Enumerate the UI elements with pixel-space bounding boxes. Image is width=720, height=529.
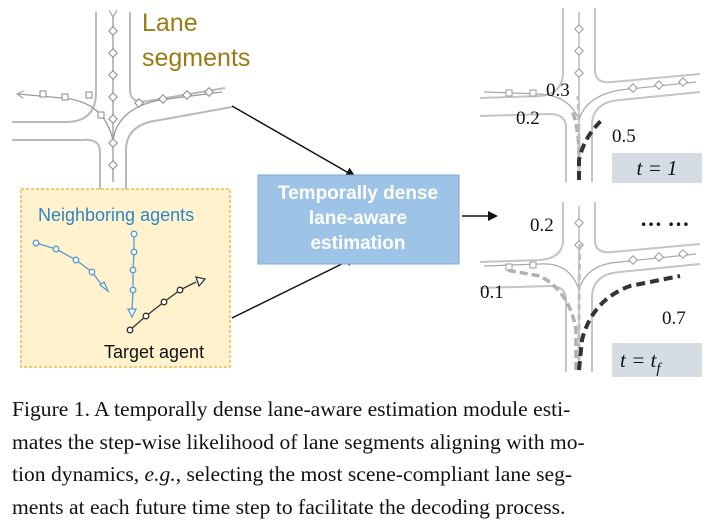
caption-line-3-post: , selecting the most scene-compliant lan… bbox=[175, 462, 573, 486]
prediction-left-bottom bbox=[505, 268, 578, 370]
neighbor-trajectory-1 bbox=[32, 239, 110, 294]
neighboring-agents-label: Neighboring agents bbox=[38, 205, 194, 225]
prediction-straight-bottom bbox=[577, 239, 582, 370]
caption-line-2: mates the step-wise likelihood of lane s… bbox=[12, 429, 585, 454]
lane-segment-nodes-left bbox=[39, 26, 214, 170]
prediction-straight-top bbox=[576, 95, 581, 180]
caption-line-3-em: e.g. bbox=[144, 462, 176, 486]
caption-line-3: tion dynamics, e.g., selecting the most … bbox=[12, 458, 710, 491]
lane-nodes-bottom-right bbox=[505, 218, 688, 271]
arrow-lanes-to-estimation bbox=[231, 105, 356, 177]
time-label-bottom-sub: f bbox=[656, 361, 662, 377]
prob-bottom-left: 0.1 bbox=[480, 282, 504, 303]
lane-map-bottom-right bbox=[479, 202, 701, 372]
estimation-label-line3: estimation bbox=[310, 233, 405, 254]
estimation-label-line1: Temporally dense bbox=[278, 183, 438, 204]
time-label-top: t = 1 bbox=[636, 156, 677, 180]
caption-line-1: Figure 1. A temporally dense lane-aware … bbox=[12, 397, 571, 421]
time-label-bottom: t = tf bbox=[620, 348, 662, 377]
target-agent-label: Target agent bbox=[104, 342, 204, 362]
lane-segments-label-line2: segments bbox=[142, 44, 250, 72]
time-box-top bbox=[612, 153, 702, 183]
prediction-right-bottom bbox=[577, 274, 681, 371]
lane-map-left bbox=[12, 12, 233, 190]
prob-bottom-straight: 0.2 bbox=[530, 215, 554, 236]
caption-line-4: ments at each future time step to facili… bbox=[12, 494, 566, 519]
neighbor-trajectory-2 bbox=[126, 230, 138, 319]
estimation-module-box bbox=[257, 174, 460, 265]
agents-box bbox=[20, 188, 231, 368]
prediction-right-top bbox=[577, 116, 606, 180]
prob-bottom-right: 0.7 bbox=[662, 308, 686, 329]
time-label-bottom-main: t = t bbox=[620, 348, 658, 372]
ellipsis: … … bbox=[640, 206, 690, 231]
figure-caption: Figure 1. A temporally dense lane-aware … bbox=[12, 393, 710, 523]
lane-segments-label-line1: Lane bbox=[142, 9, 198, 37]
figure-diagram: Lane segments Neighboring agents Target … bbox=[12, 8, 702, 377]
target-agent-trajectory bbox=[126, 276, 207, 334]
lane-nodes-top-right bbox=[505, 24, 688, 97]
prob-top-right: 0.5 bbox=[612, 126, 636, 147]
caption-line-3-pre: tion dynamics, bbox=[12, 462, 145, 486]
prob-top-left: 0.2 bbox=[516, 108, 540, 129]
lane-map-top-right bbox=[479, 8, 701, 182]
estimation-label-line2: lane-aware bbox=[309, 208, 407, 229]
time-box-bottom bbox=[612, 343, 702, 377]
prob-top-straight: 0.3 bbox=[546, 80, 570, 101]
arrow-agents-to-estimation bbox=[231, 257, 356, 319]
